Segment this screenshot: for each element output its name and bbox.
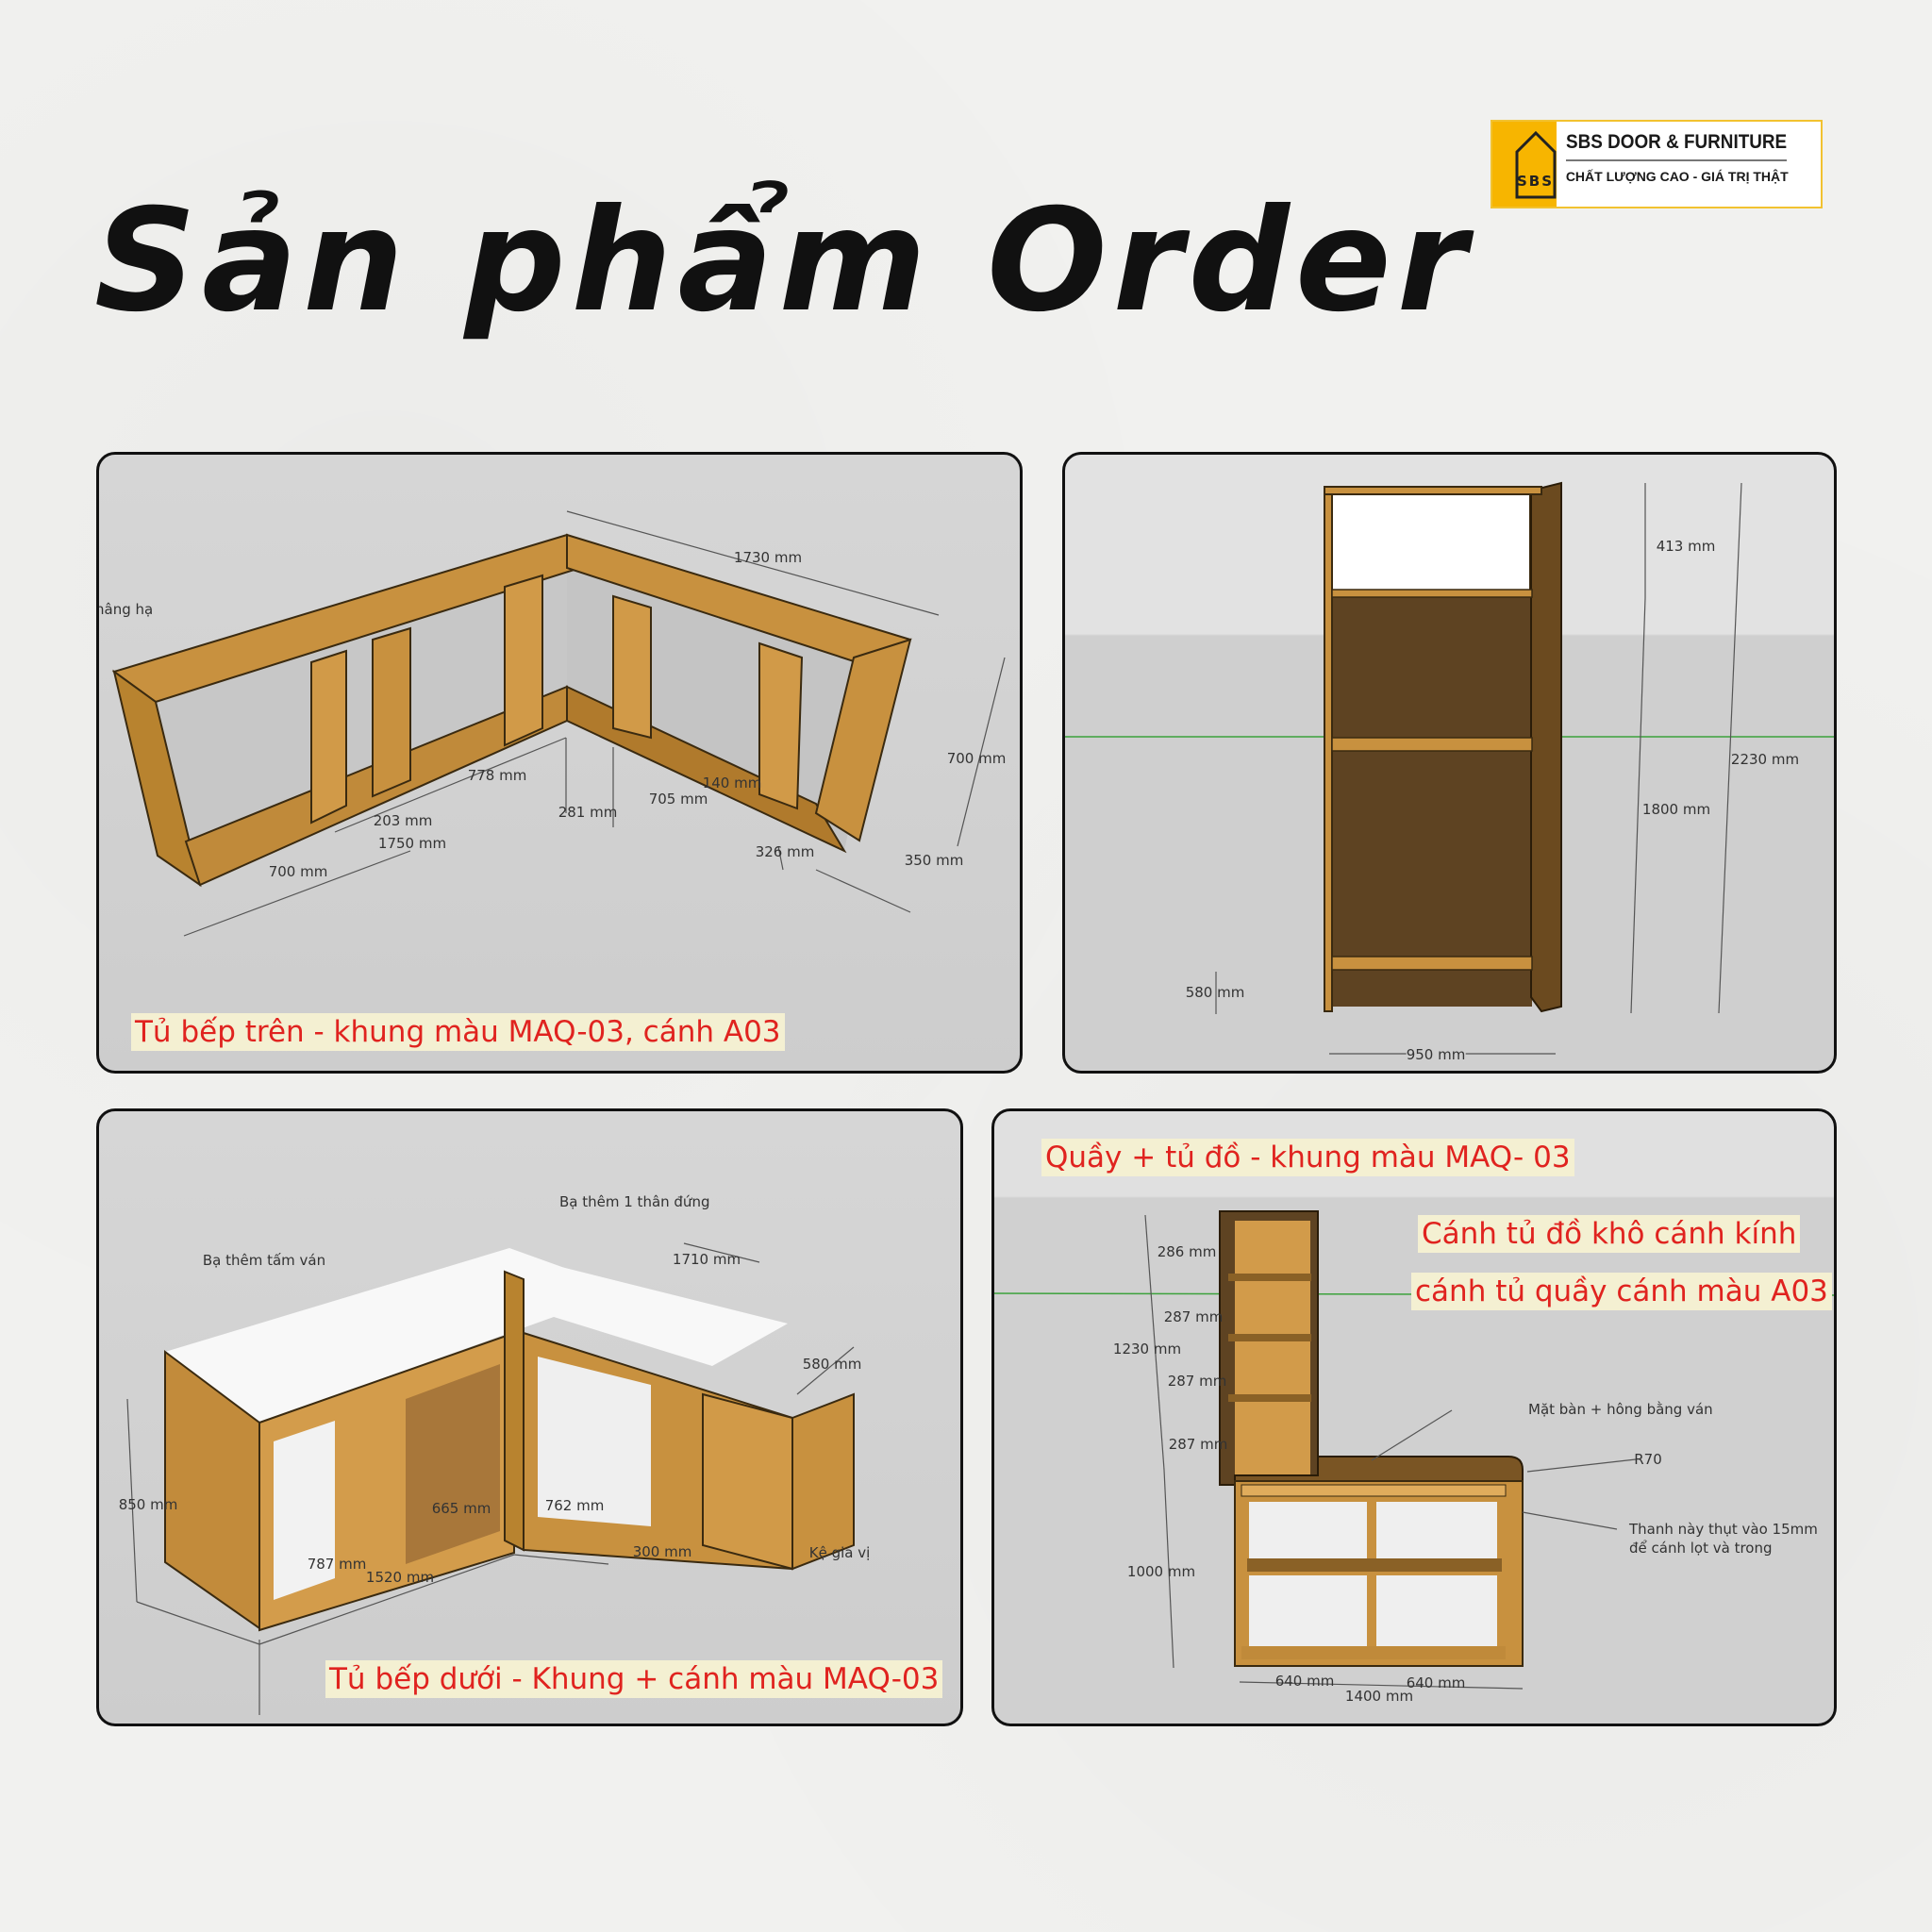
dimension-lines xyxy=(126,1242,855,1715)
dim-label: 287 mm xyxy=(1168,1436,1228,1453)
panel-tall-cabinet: 413 mm 2230 mm 1800 mm 580 mm 950 mm xyxy=(1062,452,1837,1074)
divider-4 xyxy=(612,594,652,740)
right-wing-top-opening xyxy=(514,1257,788,1366)
spice-rack-panel xyxy=(702,1392,793,1571)
dim-label: 950 mm xyxy=(1406,1046,1466,1063)
dimension-lines xyxy=(183,510,1006,937)
dim-label: 203 mm xyxy=(373,812,433,829)
right-end-panel xyxy=(791,1392,855,1571)
right-side-panel xyxy=(814,638,912,842)
dim-label: 413 mm xyxy=(1656,538,1716,555)
upper-cabinet-drawing xyxy=(111,510,1006,937)
dim-label: 140 mm xyxy=(702,774,762,791)
counter-top xyxy=(1234,1456,1524,1482)
dim-label: 1400 mm xyxy=(1344,1688,1414,1705)
dim-label: 705 mm xyxy=(648,791,708,808)
annotation-label: nâng hạ xyxy=(96,601,154,618)
dim-label: 640 mm xyxy=(1274,1673,1335,1690)
panel-caption: Quầy + tủ đồ - khung màu MAQ- 03 xyxy=(1041,1139,1574,1176)
divider-5 xyxy=(758,641,804,810)
dim-label: 1520 mm xyxy=(365,1569,435,1586)
logo-slogan: CHẤT LƯỢNG CAO - GIÁ TRỊ THẬT xyxy=(1565,169,1789,184)
annotation-label: Thanh này thụt vào 15mm xyxy=(1629,1521,1818,1538)
panel-counter-cabinet: Quầy + tủ đồ - khung màu MAQ- 03 Cánh tủ… xyxy=(991,1108,1837,1726)
shelf-2 xyxy=(1331,737,1533,752)
dim-label: 778 mm xyxy=(467,767,527,784)
counter-bottom xyxy=(1241,1646,1506,1659)
dim-label: 1730 mm xyxy=(733,549,803,566)
logo-mark-text: SBS xyxy=(1517,173,1555,190)
left-wing-back xyxy=(156,563,567,885)
counter-cabinet-drawing xyxy=(994,1210,1834,1690)
counter-opening-2 xyxy=(1376,1502,1497,1558)
right-side-panel xyxy=(1530,481,1562,1013)
dim-label: 1800 mm xyxy=(1641,801,1711,818)
dim-label: 287 mm xyxy=(1167,1373,1227,1390)
dim-label: 850 mm xyxy=(118,1496,178,1513)
dim-label: 300 mm xyxy=(632,1543,692,1560)
top-panel xyxy=(1324,486,1542,495)
panel-lower-cabinet: Bạ thêm 1 thân đứng Bạ thêm tấm ván 1710… xyxy=(96,1108,963,1726)
dim-label: 326 mm xyxy=(755,843,815,860)
annotation-label: để cánh lọt và trong xyxy=(1629,1540,1773,1557)
tall-cabinet-drawing xyxy=(1065,481,1834,1055)
panel-caption: Tủ bếp trên - khung màu MAQ-03, cánh A03 xyxy=(131,1013,785,1051)
dimension-lines xyxy=(1144,1214,1637,1690)
annotation-label: R70 xyxy=(1634,1451,1662,1468)
shelf-1 xyxy=(1331,589,1533,598)
panel-upper-cabinet: 1730 mm nâng hạ 700 mm 778 mm 140 mm 705… xyxy=(96,452,1023,1074)
cabinet-interior xyxy=(1329,591,1532,1007)
left-side-panel xyxy=(1324,490,1333,1012)
logo-mark: SBS xyxy=(1492,122,1557,207)
dim-label: 762 mm xyxy=(544,1497,605,1514)
tower-back xyxy=(1235,1221,1310,1475)
panel-caption: Tủ bếp dưới - Khung + cánh màu MAQ-03 xyxy=(325,1660,943,1698)
dim-label: 1750 mm xyxy=(377,835,447,852)
dim-label: 700 mm xyxy=(268,863,328,880)
counter-shelf-1 xyxy=(1247,1558,1502,1572)
note-counter-doors: cánh tủ quầy cánh màu A03 xyxy=(1411,1273,1832,1310)
top-compartment xyxy=(1331,493,1531,592)
dim-label: 2230 mm xyxy=(1730,751,1800,768)
annotation-label: Bạ thêm tấm ván xyxy=(202,1252,326,1269)
corner-post xyxy=(504,1270,525,1552)
dim-label: 1230 mm xyxy=(1112,1341,1182,1357)
logo-name: SBS DOOR & FURNITURE xyxy=(1565,131,1787,161)
tower-shelf-1 xyxy=(1228,1274,1311,1281)
annotation-label: Kệ gia vị xyxy=(808,1544,871,1561)
right-opening xyxy=(538,1357,651,1526)
dim-label: 787 mm xyxy=(307,1556,367,1573)
divider-3 xyxy=(504,574,543,747)
counter-opening-3 xyxy=(1249,1575,1367,1646)
dim-label: 1710 mm xyxy=(672,1251,741,1268)
dim-label: 350 mm xyxy=(904,852,964,869)
dim-label: 1000 mm xyxy=(1126,1563,1196,1580)
counter-opening-1 xyxy=(1249,1502,1367,1558)
dim-label: 287 mm xyxy=(1163,1308,1224,1325)
dim-label: 580 mm xyxy=(802,1356,862,1373)
brand-logo: SBS SBS DOOR & FURNITURE CHẤT LƯỢNG CAO … xyxy=(1491,120,1823,208)
annotation-label: Bạ thêm 1 thân đứng xyxy=(559,1193,710,1210)
lower-cabinet-drawing xyxy=(126,1242,855,1715)
dim-label: 580 mm xyxy=(1185,984,1245,1001)
house-icon xyxy=(1515,131,1557,199)
dim-label: 281 mm xyxy=(558,804,618,821)
dim-label: 665 mm xyxy=(431,1500,491,1517)
divider-2 xyxy=(372,626,411,798)
dim-label: 700 mm xyxy=(946,750,1007,767)
divider-1 xyxy=(310,649,347,824)
counter-rail xyxy=(1241,1484,1507,1497)
left-opening-1 xyxy=(274,1421,335,1600)
tower-shelf-3 xyxy=(1228,1394,1311,1402)
annotation-label: Mặt bàn + hông bằng ván xyxy=(1528,1401,1713,1418)
left-opening-2 xyxy=(406,1364,500,1564)
tower-shelf-2 xyxy=(1228,1334,1311,1341)
shelf-bottom xyxy=(1331,956,1533,971)
counter-opening-4 xyxy=(1376,1575,1497,1646)
note-dry-cabinet: Cánh tủ đồ khô cánh kính xyxy=(1418,1215,1801,1253)
dim-label: 640 mm xyxy=(1406,1674,1466,1691)
dim-label: 286 mm xyxy=(1157,1243,1217,1260)
page-title: Sản phẩm Order xyxy=(94,179,1473,343)
